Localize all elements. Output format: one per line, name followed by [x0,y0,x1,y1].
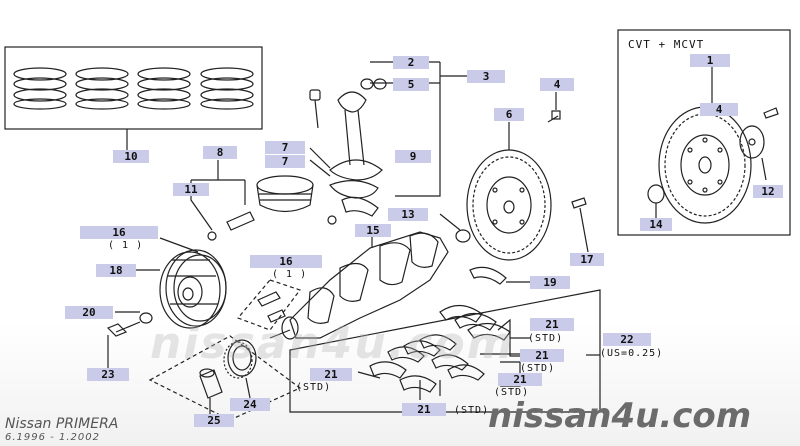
callout-11[interactable]: 11 [173,183,209,196]
callout-6[interactable]: 6 [494,108,524,121]
callout-14[interactable]: 14 [640,218,672,231]
piston-pin [226,211,255,231]
callout-4-cvt[interactable]: 4 [700,103,738,116]
callout-15[interactable]: 15 [355,224,391,237]
callout-10[interactable]: 10 [113,150,149,163]
piston-rings [13,67,254,110]
callout-19[interactable]: 19 [530,276,570,289]
flywheel [466,149,552,261]
cvt-bolt [763,107,779,119]
crankshaft [269,231,449,340]
cvt-inset-box [617,29,791,236]
callout-8[interactable]: 8 [203,146,237,159]
callout-1[interactable]: 1 [690,54,730,67]
rod-bearings-upper [360,78,387,90]
callout-21-d[interactable]: 21 [498,373,542,386]
undersize-note: (US=0.25) [600,348,664,359]
callout-21-c[interactable]: 21 [310,368,352,381]
callout-16-pulley[interactable]: 16 [80,226,158,239]
std-note-b: (STD) [520,363,556,374]
footer-years: 6.1996 - 1.2002 [5,432,100,443]
callout-20[interactable]: 20 [65,306,113,319]
watermark-bottom: nissan4u.com [488,396,752,436]
watermark-center: nissan4u.com [150,318,515,369]
pulley-washer [139,312,153,324]
main-bearing-box [289,289,601,413]
callout-12[interactable]: 12 [753,185,783,198]
qty-note-16-pulley: ( 1 ) [108,240,144,251]
snap-ring [207,231,217,241]
connecting-rod [327,91,383,225]
callout-25[interactable]: 25 [194,414,234,427]
callout-3[interactable]: 3 [467,70,505,83]
oil-pump-spacer [199,368,223,399]
crank-pulley [159,249,227,329]
callout-23[interactable]: 23 [87,368,129,381]
crank-sprocket [223,339,257,379]
footer-model: Nissan PRIMERA [5,416,119,432]
callout-21-a[interactable]: 21 [530,318,574,331]
std-note-e: (STD) [454,405,490,416]
piston-ring-set-box [4,46,263,130]
callout-21-e[interactable]: 21 [402,403,446,416]
cvt-seal [647,184,665,204]
callout-16-key[interactable]: 16 [250,255,322,268]
pulley-bolt [106,321,141,337]
callout-2[interactable]: 2 [393,56,429,69]
callout-5[interactable]: 5 [393,78,429,91]
callout-22[interactable]: 22 [603,333,651,346]
std-note-c: (STD) [296,382,332,393]
callout-7-lower[interactable]: 7 [265,155,305,168]
callout-13[interactable]: 13 [388,208,428,221]
piston [256,175,314,213]
callout-4[interactable]: 4 [540,78,574,91]
rod-bolt [309,89,321,129]
callout-9[interactable]: 9 [395,150,431,163]
main-bearings-upper [439,304,511,341]
callout-21-b[interactable]: 21 [520,349,564,362]
thrust-washer [469,266,507,285]
callout-17[interactable]: 17 [570,253,604,266]
callout-7-upper[interactable]: 7 [265,141,305,154]
callout-24[interactable]: 24 [230,398,270,411]
std-note-a: (STD) [528,333,564,344]
std-note-d: (STD) [494,387,530,398]
reinforce-plate [739,125,765,159]
callout-18[interactable]: 18 [96,264,136,277]
main-bearings-lower [369,334,485,393]
qty-note-16-key: ( 1 ) [272,269,308,280]
inset-title: CVT + MCVT [628,38,705,51]
cvt-flywheel [658,106,752,224]
